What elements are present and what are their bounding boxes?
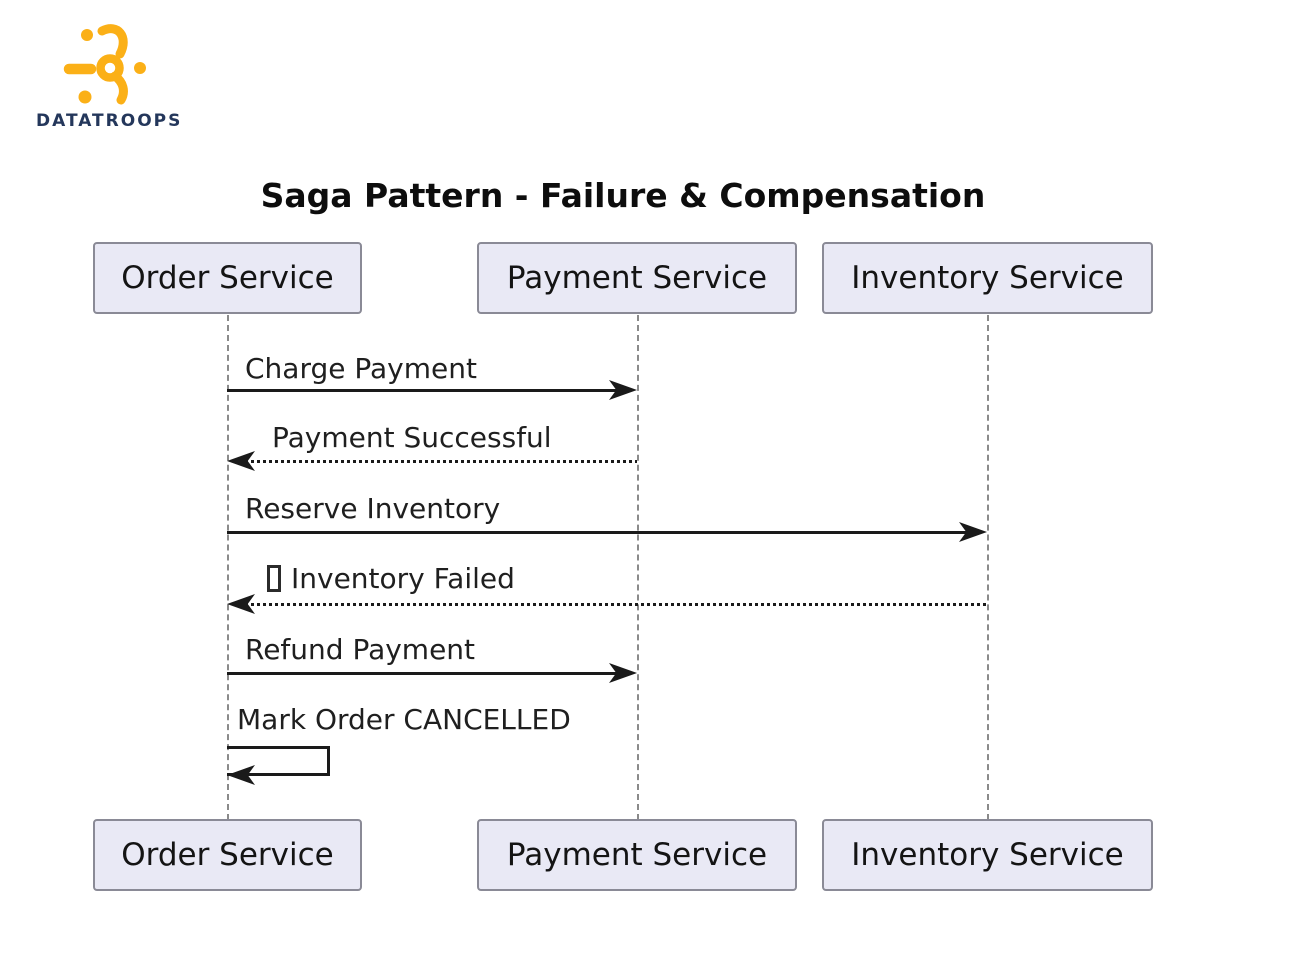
lifeline-order-service bbox=[227, 315, 229, 820]
actor-payment-service-top: Payment Service bbox=[477, 242, 797, 314]
actor-label: Order Service bbox=[121, 837, 334, 873]
message-line-payment-successful bbox=[233, 460, 637, 463]
actor-payment-service-bottom: Payment Service bbox=[477, 819, 797, 891]
actor-order-service-bottom: Order Service bbox=[93, 819, 362, 891]
actor-order-service-top: Order Service bbox=[93, 242, 362, 314]
missing-glyph-icon bbox=[267, 565, 281, 592]
actor-label: Payment Service bbox=[506, 837, 768, 873]
actor-inventory-service-bottom: Inventory Service bbox=[822, 819, 1153, 891]
message-text: Mark Order CANCELLED bbox=[237, 703, 571, 736]
message-label-reserve-inventory: Reserve Inventory bbox=[245, 492, 500, 525]
brand-name: DATATROOPS bbox=[36, 111, 183, 131]
message-text: Payment Successful bbox=[272, 421, 552, 454]
message-label-inventory-failed: Inventory Failed bbox=[267, 562, 515, 595]
actor-inventory-service-top: Inventory Service bbox=[822, 242, 1153, 314]
message-line-charge-payment bbox=[227, 389, 631, 392]
actor-label: Order Service bbox=[121, 260, 334, 296]
actor-label: Inventory Service bbox=[851, 260, 1124, 296]
datatroops-logo-icon bbox=[63, 24, 146, 105]
diagram-title: Saga Pattern - Failure & Compensation bbox=[260, 176, 986, 215]
actor-label: Payment Service bbox=[506, 260, 768, 296]
message-text: Charge Payment bbox=[245, 352, 477, 385]
message-text: Reserve Inventory bbox=[245, 492, 501, 525]
message-label-mark-order-cancelled: Mark Order CANCELLED bbox=[237, 703, 571, 736]
message-label-charge-payment: Charge Payment bbox=[245, 352, 477, 385]
lifeline-payment-service bbox=[637, 315, 639, 820]
self-message-loop bbox=[227, 746, 330, 776]
message-text: Inventory Failed bbox=[291, 562, 515, 595]
message-line-inventory-failed bbox=[233, 603, 987, 606]
message-line-reserve-inventory bbox=[227, 531, 981, 534]
message-label-refund-payment: Refund Payment bbox=[245, 633, 475, 666]
actor-label: Inventory Service bbox=[851, 837, 1124, 873]
lifeline-inventory-service bbox=[987, 315, 989, 820]
message-label-payment-successful: Payment Successful bbox=[272, 421, 552, 454]
message-text: Refund Payment bbox=[245, 633, 476, 666]
message-line-refund-payment bbox=[227, 672, 631, 675]
